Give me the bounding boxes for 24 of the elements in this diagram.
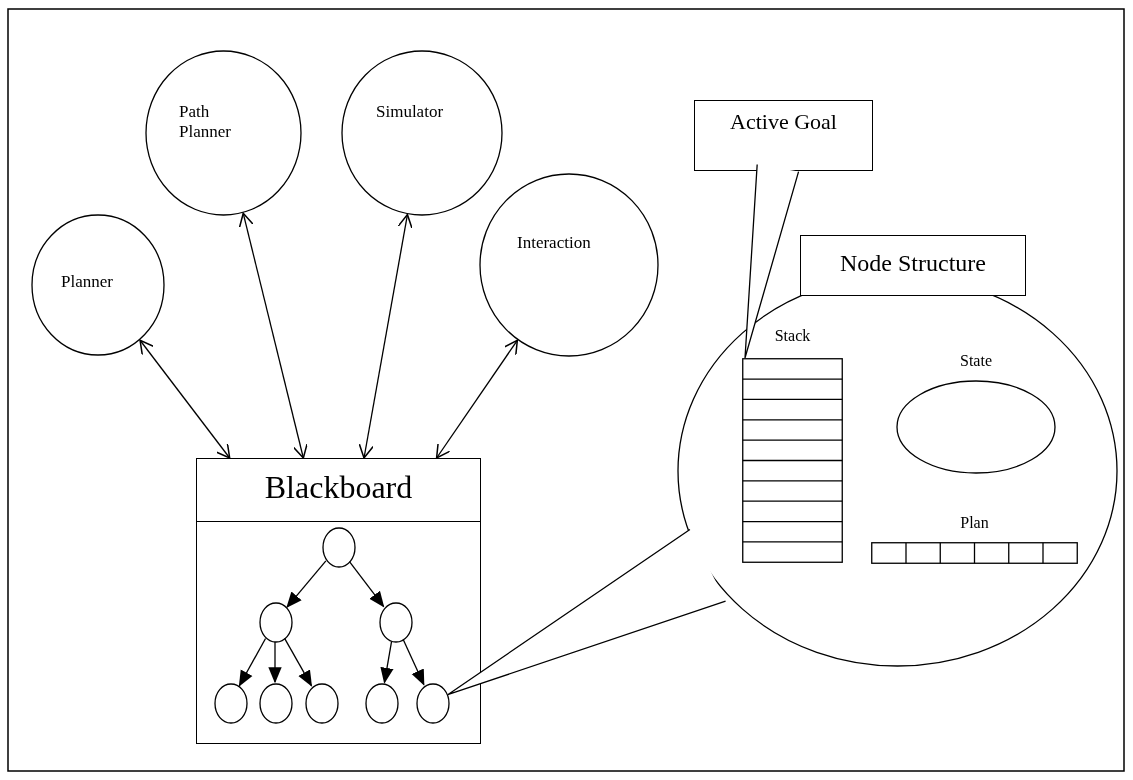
arrow <box>286 560 327 609</box>
node-label: Planner <box>61 272 114 292</box>
node-label: Path Planner <box>179 102 232 142</box>
double-arrow <box>139 339 231 459</box>
arrow <box>268 641 282 684</box>
callout-box: Active Goal <box>694 100 873 171</box>
arrow <box>238 637 267 687</box>
blackboard-box <box>196 458 481 744</box>
arrow <box>283 637 313 687</box>
node-label: Interaction <box>517 233 592 253</box>
arrow <box>380 640 394 684</box>
callout-pointer <box>447 528 727 696</box>
part-label: Stack <box>773 327 812 346</box>
node-label: Simulator <box>376 102 445 122</box>
double-arrow <box>238 212 308 459</box>
part-label: Plan <box>959 514 990 533</box>
heading-label: Node Structure <box>800 235 1026 296</box>
arrow <box>402 638 425 686</box>
part-label: State <box>959 352 993 371</box>
double-arrow <box>435 339 519 459</box>
box-title: Blackboard <box>263 469 414 506</box>
callout-pointer <box>744 163 800 359</box>
arrow <box>348 560 385 608</box>
double-arrow <box>358 213 413 459</box>
